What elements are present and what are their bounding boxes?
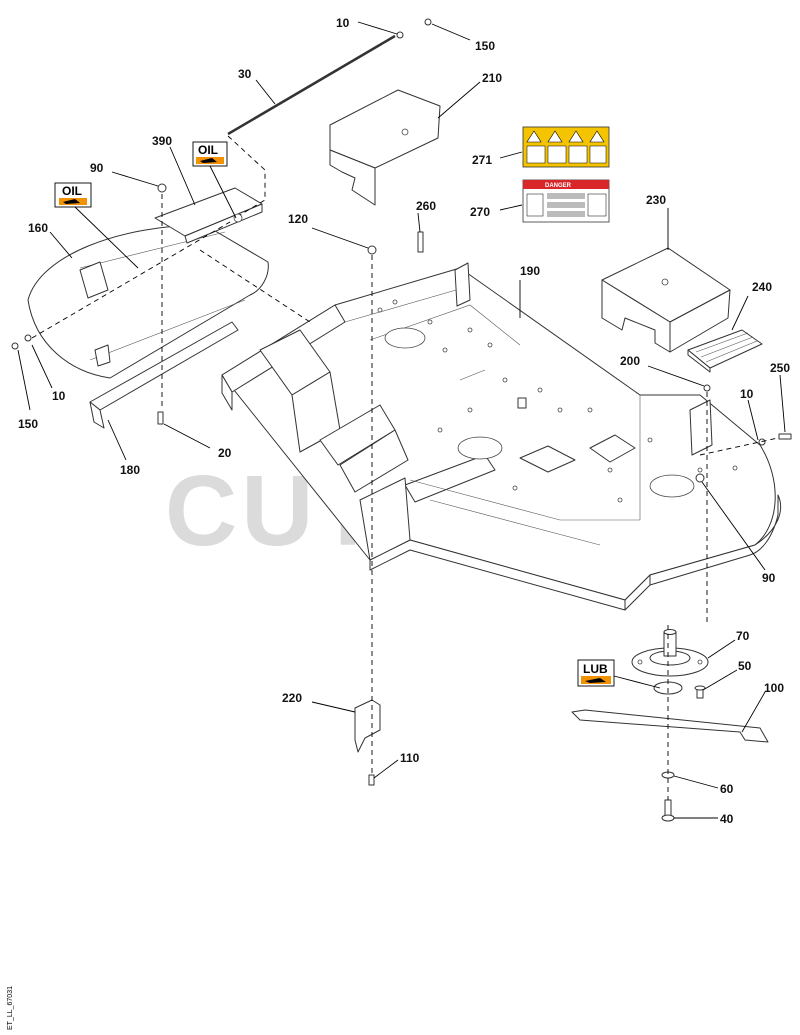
oil-tag-top-text: OIL [198,143,218,157]
part-10-right-washer [758,438,766,446]
callout-150-top: 150 [475,39,495,53]
callout-100: 100 [764,681,784,695]
callout-10-top: 10 [336,16,350,30]
part-10-top-nut [396,31,404,39]
assembly-lines [31,135,779,800]
part-90-right-nut [695,473,705,483]
part-150-top-pin [424,18,432,26]
part-90-left-nut [157,183,167,193]
part-120-nut [367,245,377,255]
decal-270-danger: DANGER [522,179,610,223]
part-100-blade [571,709,769,743]
callout-240: 240 [752,280,772,294]
callout-120: 120 [288,212,308,226]
callout-190: 190 [520,264,540,278]
callout-390: 390 [152,134,172,148]
part-390-bracket [154,187,263,244]
callout-20: 20 [218,446,232,460]
part-160-side-cover [27,224,269,379]
callout-50: 50 [738,659,752,673]
callout-110: 110 [400,751,420,765]
callout-270: 270 [470,205,490,219]
oil-tag-left: OIL [54,182,139,269]
callout-160: 160 [28,221,48,235]
leader-lines [17,21,786,819]
part-110-bolt [368,774,375,786]
lub-tag-text: LUB [583,662,608,676]
lub-tag: LUB [577,659,661,689]
callout-250: 250 [770,361,790,375]
part-220-bracket [354,699,381,753]
part-250-pin [778,433,792,440]
callout-271: 271 [472,153,492,167]
part-240-step-pad [687,329,763,373]
callout-30: 30 [238,67,252,81]
callout-90-right: 90 [762,571,776,585]
decal-271-warning [522,126,610,168]
callout-210: 210 [482,71,502,85]
callout-200: 200 [620,354,640,368]
file-id: ET_LL_67031 [7,986,14,1030]
part-30-rod [227,34,396,136]
part-70-spindle [631,629,709,695]
part-230-belt-cover [601,247,731,353]
callout-70: 70 [736,629,750,643]
callout-10-left: 10 [52,389,66,403]
part-150-left-pin [11,342,19,350]
callout-40: 40 [720,812,734,826]
oil-tag-top: OIL [192,141,237,219]
callout-labels: 10 150 30 210 390 90 160 271 270 120 260… [18,16,790,826]
part-180-strap [89,321,239,429]
file-id-text: ET_LL_67031 [7,986,14,1030]
danger-label: DANGER [545,183,572,189]
callout-90-left: 90 [90,161,104,175]
callout-180: 180 [120,463,140,477]
callout-60: 60 [720,782,734,796]
part-10-left-washer [24,334,32,342]
oil-tag-left-text: OIL [62,184,82,198]
callout-230: 230 [646,193,666,207]
callout-220: 220 [282,691,302,705]
part-210-cover [329,89,441,206]
part-20-bolt [157,411,164,425]
callout-10-right: 10 [740,387,754,401]
part-200-fastener [703,384,711,392]
callout-260: 260 [416,199,436,213]
part-260-screw [417,231,424,253]
part-40-bolt [661,799,675,822]
callout-150-left: 150 [18,417,38,431]
part-190-mower-deck [221,262,782,611]
part-50-bolt [694,685,706,699]
